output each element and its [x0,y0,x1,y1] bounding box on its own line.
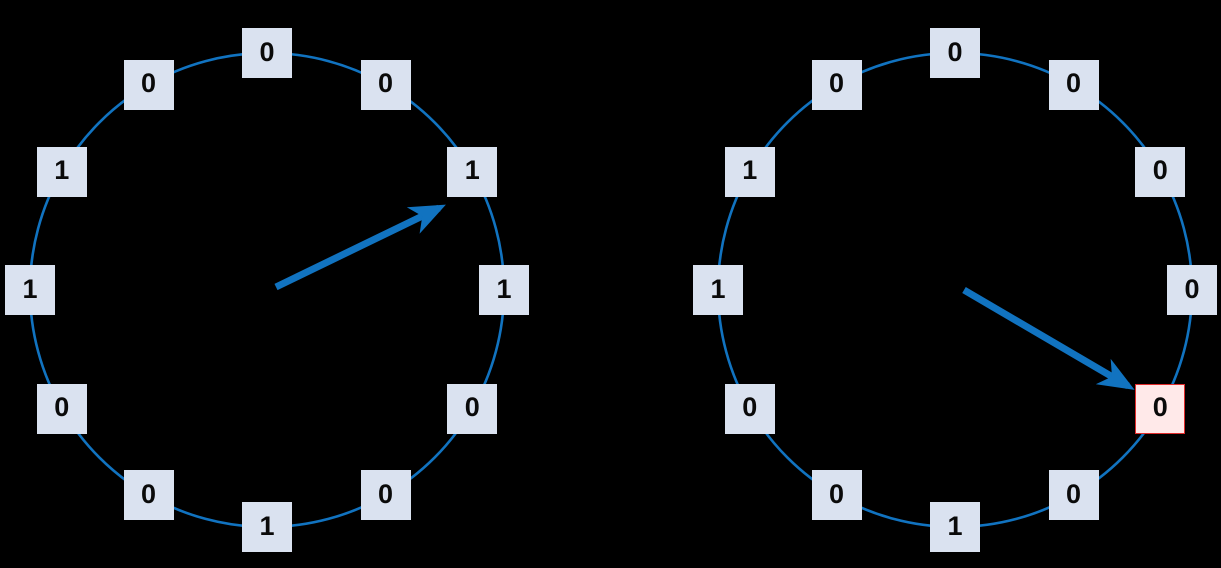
ring-node[interactable]: 0 [123,470,174,521]
ring-node[interactable]: 1 [242,502,292,552]
ring-node[interactable]: 0 [1135,146,1186,197]
pointer-arrow [274,204,446,291]
ring-node-value: 0 [1065,478,1082,509]
ring-node-value: 0 [140,68,157,99]
ring-node[interactable]: 1 [447,146,498,197]
ring-node-value: 0 [377,478,394,509]
ring-node-value: 1 [464,155,480,185]
ring-node-value: 1 [947,510,963,541]
ring-node[interactable]: 0 [360,470,411,521]
ring-node[interactable]: 1 [724,146,775,197]
ring-node[interactable]: 0 [1048,470,1099,521]
ring-node[interactable]: 1 [5,265,55,315]
ring-node-value: 0 [947,36,963,67]
ring-node[interactable]: 0 [1048,59,1099,110]
ring-node[interactable]: 1 [693,265,743,315]
ring-node[interactable]: 0 [360,59,411,110]
ring-node-value: 0 [742,392,758,422]
ring-node[interactable]: 0 [724,383,775,434]
ring-node-value: 1 [710,273,726,304]
ring-node-value: 0 [1152,155,1168,185]
ring-node-highlighted[interactable]: 0 [1135,383,1186,434]
ring-node[interactable]: 0 [242,28,292,78]
ring-node[interactable]: 0 [930,28,980,78]
ring-node-value: 0 [259,36,275,67]
ring-node[interactable]: 0 [123,59,174,110]
ring-node-value: 0 [1184,273,1200,304]
ring-node-value: 0 [828,68,845,99]
ring-node-value: 1 [496,273,512,304]
ring-node-value: 0 [54,392,70,422]
ring-node-value: 0 [828,478,845,509]
ring-node[interactable]: 0 [36,383,87,434]
ring-node[interactable]: 1 [930,502,980,552]
pointer-arrow [962,286,1135,390]
ring-node[interactable]: 1 [36,146,87,197]
ring-node-value: 0 [1152,392,1168,422]
ring-node[interactable]: 0 [811,470,862,521]
ring-node-value: 1 [259,510,275,541]
ring-node[interactable]: 0 [447,383,498,434]
ring-node-value: 0 [140,478,157,509]
ring-node-value: 1 [22,273,38,304]
ring-node-value: 0 [464,392,480,422]
ring-node-value: 1 [742,155,758,185]
ring-node-value: 1 [54,155,70,185]
ring-node[interactable]: 0 [811,59,862,110]
ring-node-value: 0 [1065,68,1082,99]
ring-node[interactable]: 1 [479,265,529,315]
ring-node-value: 0 [377,68,394,99]
ring-node[interactable]: 0 [1167,265,1217,315]
